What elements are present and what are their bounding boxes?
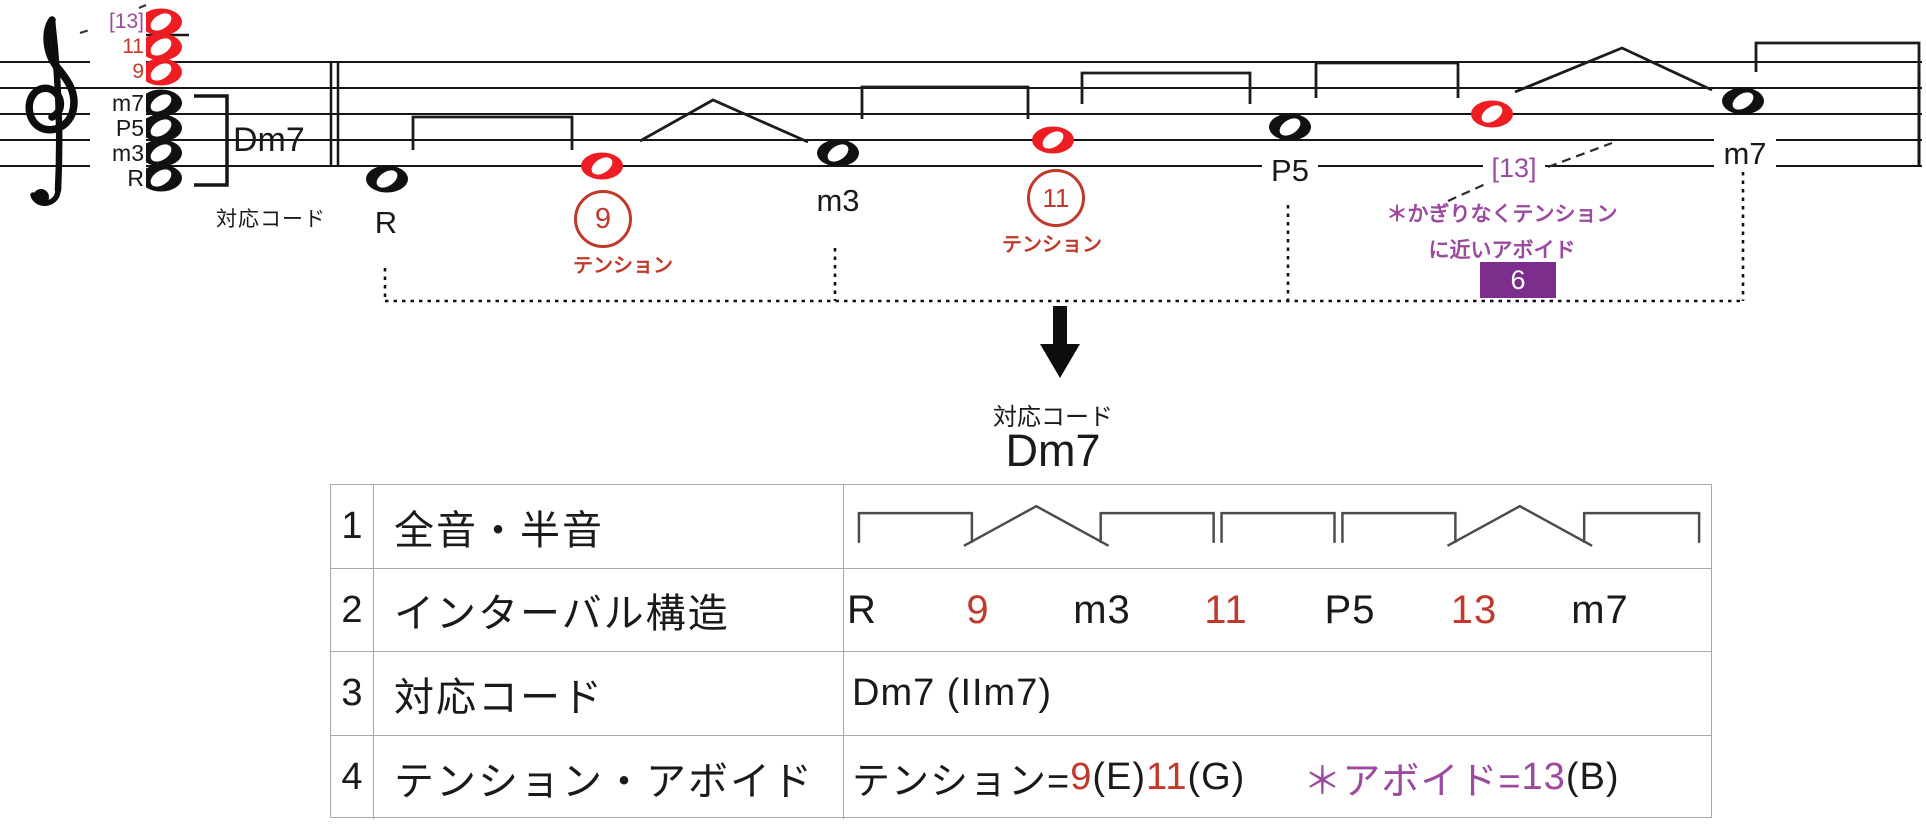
scale-note-m7	[1722, 87, 1764, 115]
down-arrow-icon	[1040, 306, 1080, 378]
chord-degree-label-r: R	[90, 165, 146, 191]
tension-9-value: 9	[1070, 756, 1093, 798]
half-step-caret	[639, 98, 809, 144]
chord-note-m7	[140, 89, 182, 117]
chord-note-p5	[140, 114, 182, 142]
double-barline	[329, 61, 340, 167]
chord-degree-label-m7: m7	[90, 90, 146, 116]
scale-note-11	[1032, 126, 1074, 154]
scale-label-root: R	[374, 205, 398, 240]
chord-name: Dm7	[233, 121, 305, 159]
chord-note-m3	[140, 139, 182, 167]
avoid-note-line1: ＊かぎりなくテンション	[1386, 203, 1618, 226]
scale-label-13: [13]	[1483, 153, 1545, 184]
avoid-13-value: 13	[1521, 756, 1566, 798]
chord-note-13	[140, 8, 182, 36]
chord-degree-label-m3: m3	[90, 140, 146, 166]
tension-11-value: 11	[1146, 756, 1188, 798]
dotted-range-bracket	[383, 172, 1745, 303]
treble-clef-icon	[25, 16, 78, 206]
scale-noteheads	[366, 87, 1764, 193]
chord-bracket	[194, 94, 229, 187]
whole-step-bracket	[1341, 511, 1457, 543]
avoid-badge-6: 6	[1480, 262, 1556, 298]
whole-step-bracket	[1314, 61, 1460, 98]
transition-caption: 対応コード	[993, 404, 1113, 431]
chord-note-9	[140, 58, 182, 86]
step-markers	[411, 41, 1921, 150]
half-step-caret	[963, 504, 1110, 547]
chord-degree-label-9: 9	[90, 59, 146, 85]
scale-note-root	[366, 165, 408, 193]
row1-number: 1	[331, 485, 374, 569]
tension-caption-11: テンション	[1002, 234, 1102, 256]
transition-chord-name: Dm7	[1005, 425, 1101, 476]
interval-9: 9	[966, 588, 990, 632]
scale-note-13	[1471, 100, 1513, 128]
whole-step-bracket	[1080, 71, 1252, 104]
row3-label: 対応コード	[374, 652, 844, 736]
row4-number: 4	[331, 736, 374, 819]
interval-m3: m3	[1073, 588, 1131, 632]
scale-label-m7: m7	[1714, 136, 1776, 172]
half-step-caret	[1514, 46, 1713, 94]
tension-eq-text: テンション=	[852, 761, 1071, 803]
chord-degree-label-11: 11	[90, 34, 146, 60]
row1-step-diagram	[844, 485, 1711, 569]
avoid-13-note: (B)	[1565, 756, 1620, 798]
row4-value: テンション=9(E) 11(G) ＊アボイド=13(B)	[844, 736, 1711, 819]
scale-label-p5: P5	[1262, 153, 1318, 189]
tension-circle-9: 9	[574, 190, 632, 248]
interval-13: 13	[1450, 588, 1498, 632]
whole-step-bracket	[1582, 511, 1701, 543]
row2-label: インターバル構造	[374, 569, 844, 652]
tension-circle-11: 11	[1027, 169, 1085, 227]
avoid-note-line2: に近いアボイド	[1428, 239, 1576, 262]
tension-9-note: (E)	[1092, 756, 1146, 798]
chord-degree-label-13: [13]	[90, 9, 146, 35]
staff-graphics	[0, 3, 1922, 378]
chord-noteheads	[140, 8, 182, 192]
scale-note-m3	[817, 139, 859, 167]
row1-label: 全音・半音	[374, 485, 844, 569]
whole-step-bracket	[857, 511, 974, 543]
whole-step-bracket	[1099, 511, 1215, 543]
interval-11: 11	[1204, 588, 1248, 632]
scale-note-p5	[1269, 113, 1311, 141]
row2-intervals: R 9 m3 11 P5 13 m7	[844, 569, 1711, 652]
row2-number: 2	[331, 569, 374, 652]
chord-note-root	[140, 164, 182, 192]
half-step-caret	[1446, 504, 1593, 547]
avoid-13-dashes	[1447, 141, 1613, 203]
row4-label: テンション・アボイド	[374, 736, 844, 819]
table-step-diagram	[857, 504, 1701, 547]
avoid-eq-text: ＊アボイド=	[1303, 761, 1522, 803]
interval-m7: m7	[1571, 588, 1629, 632]
row3-number: 3	[331, 652, 374, 736]
row3-value: Dm7 (IIm7)	[844, 652, 1711, 736]
whole-step-bracket	[1220, 511, 1336, 543]
chord-degree-label-p5: P5	[90, 115, 146, 141]
interval-root: R	[847, 588, 877, 632]
interval-p5: P5	[1324, 588, 1376, 632]
whole-step-bracket	[860, 85, 1030, 119]
summary-table: 1 全音・半音 2 インターバル構造 R 9 m3 11 P5 13 m7 3 …	[330, 484, 1712, 819]
tension-11-note: (G)	[1187, 756, 1246, 798]
tension-caption-9: テンション	[573, 255, 673, 277]
scale-label-m3: m3	[816, 183, 860, 218]
chord-note-11	[140, 33, 182, 61]
staff-lines	[0, 61, 1922, 167]
chord-caption: 対応コード	[216, 208, 326, 231]
whole-step-bracket	[1754, 41, 1921, 72]
whole-step-bracket	[411, 115, 574, 150]
scale-note-9	[581, 152, 623, 180]
